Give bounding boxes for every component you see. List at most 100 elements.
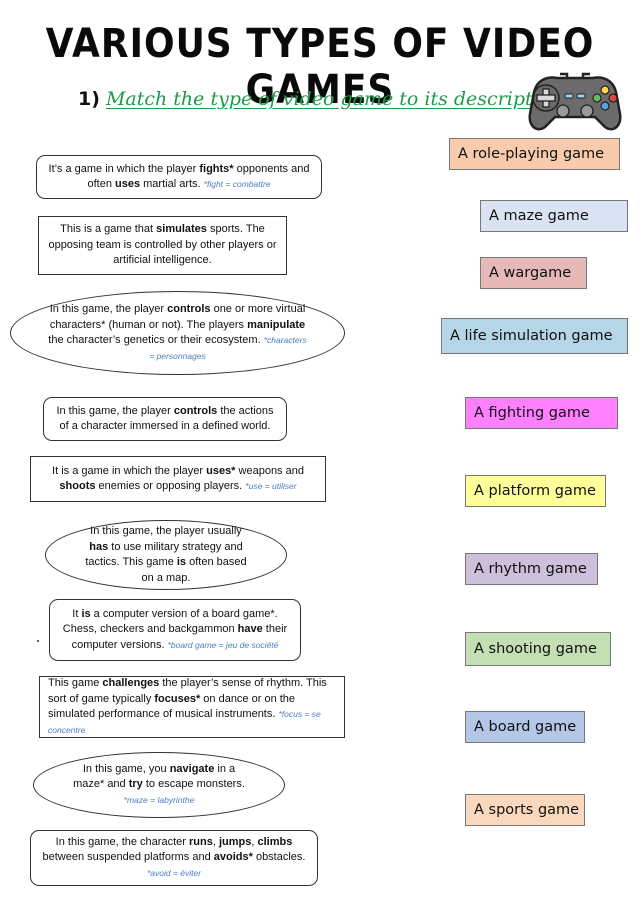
game-type-label[interactable]: A role-playing game [449,138,620,170]
keyword: have [237,623,263,636]
description-fragment: sports. The opposing team is controlled … [48,223,277,267]
description-fragment: on dance or on the simulated performance… [48,692,296,721]
exercise-number: 1) [78,88,100,110]
description-fragment: between suspended platforms and [42,851,214,864]
description-fragment: a computer version of a board game*. Che… [62,607,278,636]
description-fragment: their computer versions. [71,623,288,651]
description-card: This game challenges the player’s sense … [39,676,345,738]
description-text: This game challenges the player’s sense … [48,676,336,738]
keyword: avoids* [213,851,253,864]
keyword: controls [173,404,218,417]
keyword: simulates [156,223,207,236]
game-type-text: A board game [474,719,577,735]
translation-note: *board game = jeu de société [167,639,279,650]
description-text: It’s a game in which the player fights* … [45,162,313,193]
description-fragment: martial arts. [140,178,204,190]
description-fragment: , [251,835,258,848]
keyword: shoots [59,480,96,492]
game-type-text: A shooting game [474,641,597,657]
description-fragment: It [72,607,82,620]
translation-note: *characters = personnages [149,335,307,361]
description-text: In this game, the character runs, jumps,… [39,835,309,882]
game-type-text: A role-playing game [458,146,605,162]
description-text: In this game, you navigate in a maze* an… [70,762,248,809]
game-type-label[interactable]: A shooting game [465,632,611,666]
game-type-text: A rhythm game [474,561,587,577]
game-type-label[interactable]: A fighting game [465,397,618,429]
description-fragment: often based on a map. [141,556,247,584]
description-fragment: the character’s genetics or their ecosys… [48,334,264,346]
translation-note: *use = utiliser [245,481,297,491]
description-fragment: , [212,835,219,848]
game-type-label[interactable]: A life simulation game [441,318,628,354]
description-fragment: to escape monsters. [142,778,245,791]
description-card: It is a game in which the player uses* w… [30,456,326,502]
keyword: uses* [206,464,236,477]
description-card: In this game, the player controls the ac… [43,397,287,441]
keyword: navigate [169,762,215,775]
description-card: It is a computer version of a board game… [49,599,301,661]
keyword: controls [167,303,211,315]
exercise-text: Match the type of video game to its desc… [105,88,575,110]
description-fragment: obstacles. [252,851,306,864]
description-fragment: It’s a game in which the player [48,162,200,175]
game-type-label[interactable]: A sports game [465,794,585,826]
description-card: In this game, the character runs, jumps,… [30,830,318,886]
description-text: In this game, the player controls the ac… [52,404,278,435]
keyword: runs [188,835,213,848]
description-fragment: opponents and often [87,162,310,191]
description-text: It is a game in which the player uses* w… [39,464,317,495]
description-fragment: the player’s sense of rhythm. This sort … [48,677,327,705]
description-fragment: the actions of a character immersed in a… [59,404,274,433]
description-fragment: In this game, the player [56,404,174,417]
exercise-instruction: 1) Match the type of video game to its d… [78,88,575,110]
description-fragment: In this game, the player usually [90,525,242,537]
keyword: challenges [102,677,160,689]
description-text: This is a game that simulates sports. Th… [47,222,278,269]
keyword: is [81,607,91,620]
description-text: In this game, the player controls one or… [45,302,310,364]
translation-note: *maze = labyrinthe [123,794,195,805]
game-type-label[interactable]: A wargame [480,257,587,289]
description-fragment: In this game, you [82,762,170,775]
game-type-text: A sports game [474,802,580,818]
description-fragment: In this game, the character [55,835,189,848]
keyword: fights* [199,162,234,175]
game-type-label[interactable]: A maze game [480,200,628,232]
keyword: is [176,556,187,568]
description-fragment: In this game, the player [49,303,168,315]
game-type-text: A maze game [489,208,589,224]
description-fragment: enemies or opposing players. [95,480,246,492]
translation-note: *avoid = éviter [146,867,202,878]
game-type-text: A fighting game [474,405,590,421]
game-type-label[interactable]: A board game [465,711,585,743]
keyword: climbs [257,835,293,848]
description-card: This is a game that simulates sports. Th… [38,216,287,275]
description-text: It is a computer version of a board game… [58,607,292,654]
description-fragment: It is a game in which the player [52,464,207,477]
page-title: VARIOUS TYPES OF VIDEO GAMES [45,21,595,113]
description-card: It’s a game in which the player fights* … [36,155,322,199]
game-type-text: A life simulation game [450,328,613,344]
description-fragment: This game [48,677,103,689]
translation-note: *fight = combattre [203,179,271,189]
description-card: In this game, you navigate in a maze* an… [33,752,285,818]
gamepad-icon [528,72,622,131]
keyword: uses [115,178,141,190]
description-card: In this game, the player usually has to … [45,520,287,590]
keyword: try [128,778,143,791]
game-type-label[interactable]: A platform game [465,475,606,507]
game-type-label[interactable]: A rhythm game [465,553,598,585]
description-text: In this game, the player usually has to … [80,524,252,586]
description-fragment: one or more virtual characters* (human o… [49,303,306,331]
keyword: focuses* [154,692,201,705]
keyword: has [89,540,109,553]
description-card: In this game, the player controls one or… [10,291,345,375]
description-fragment: This is a game that [60,223,157,236]
stray-dot [37,640,39,642]
game-type-text: A wargame [489,265,572,281]
game-type-text: A platform game [474,483,596,499]
description-fragment: in a maze* and [73,762,236,791]
translation-note: *focus = se concentre [48,709,321,735]
keyword: jumps [218,835,252,848]
